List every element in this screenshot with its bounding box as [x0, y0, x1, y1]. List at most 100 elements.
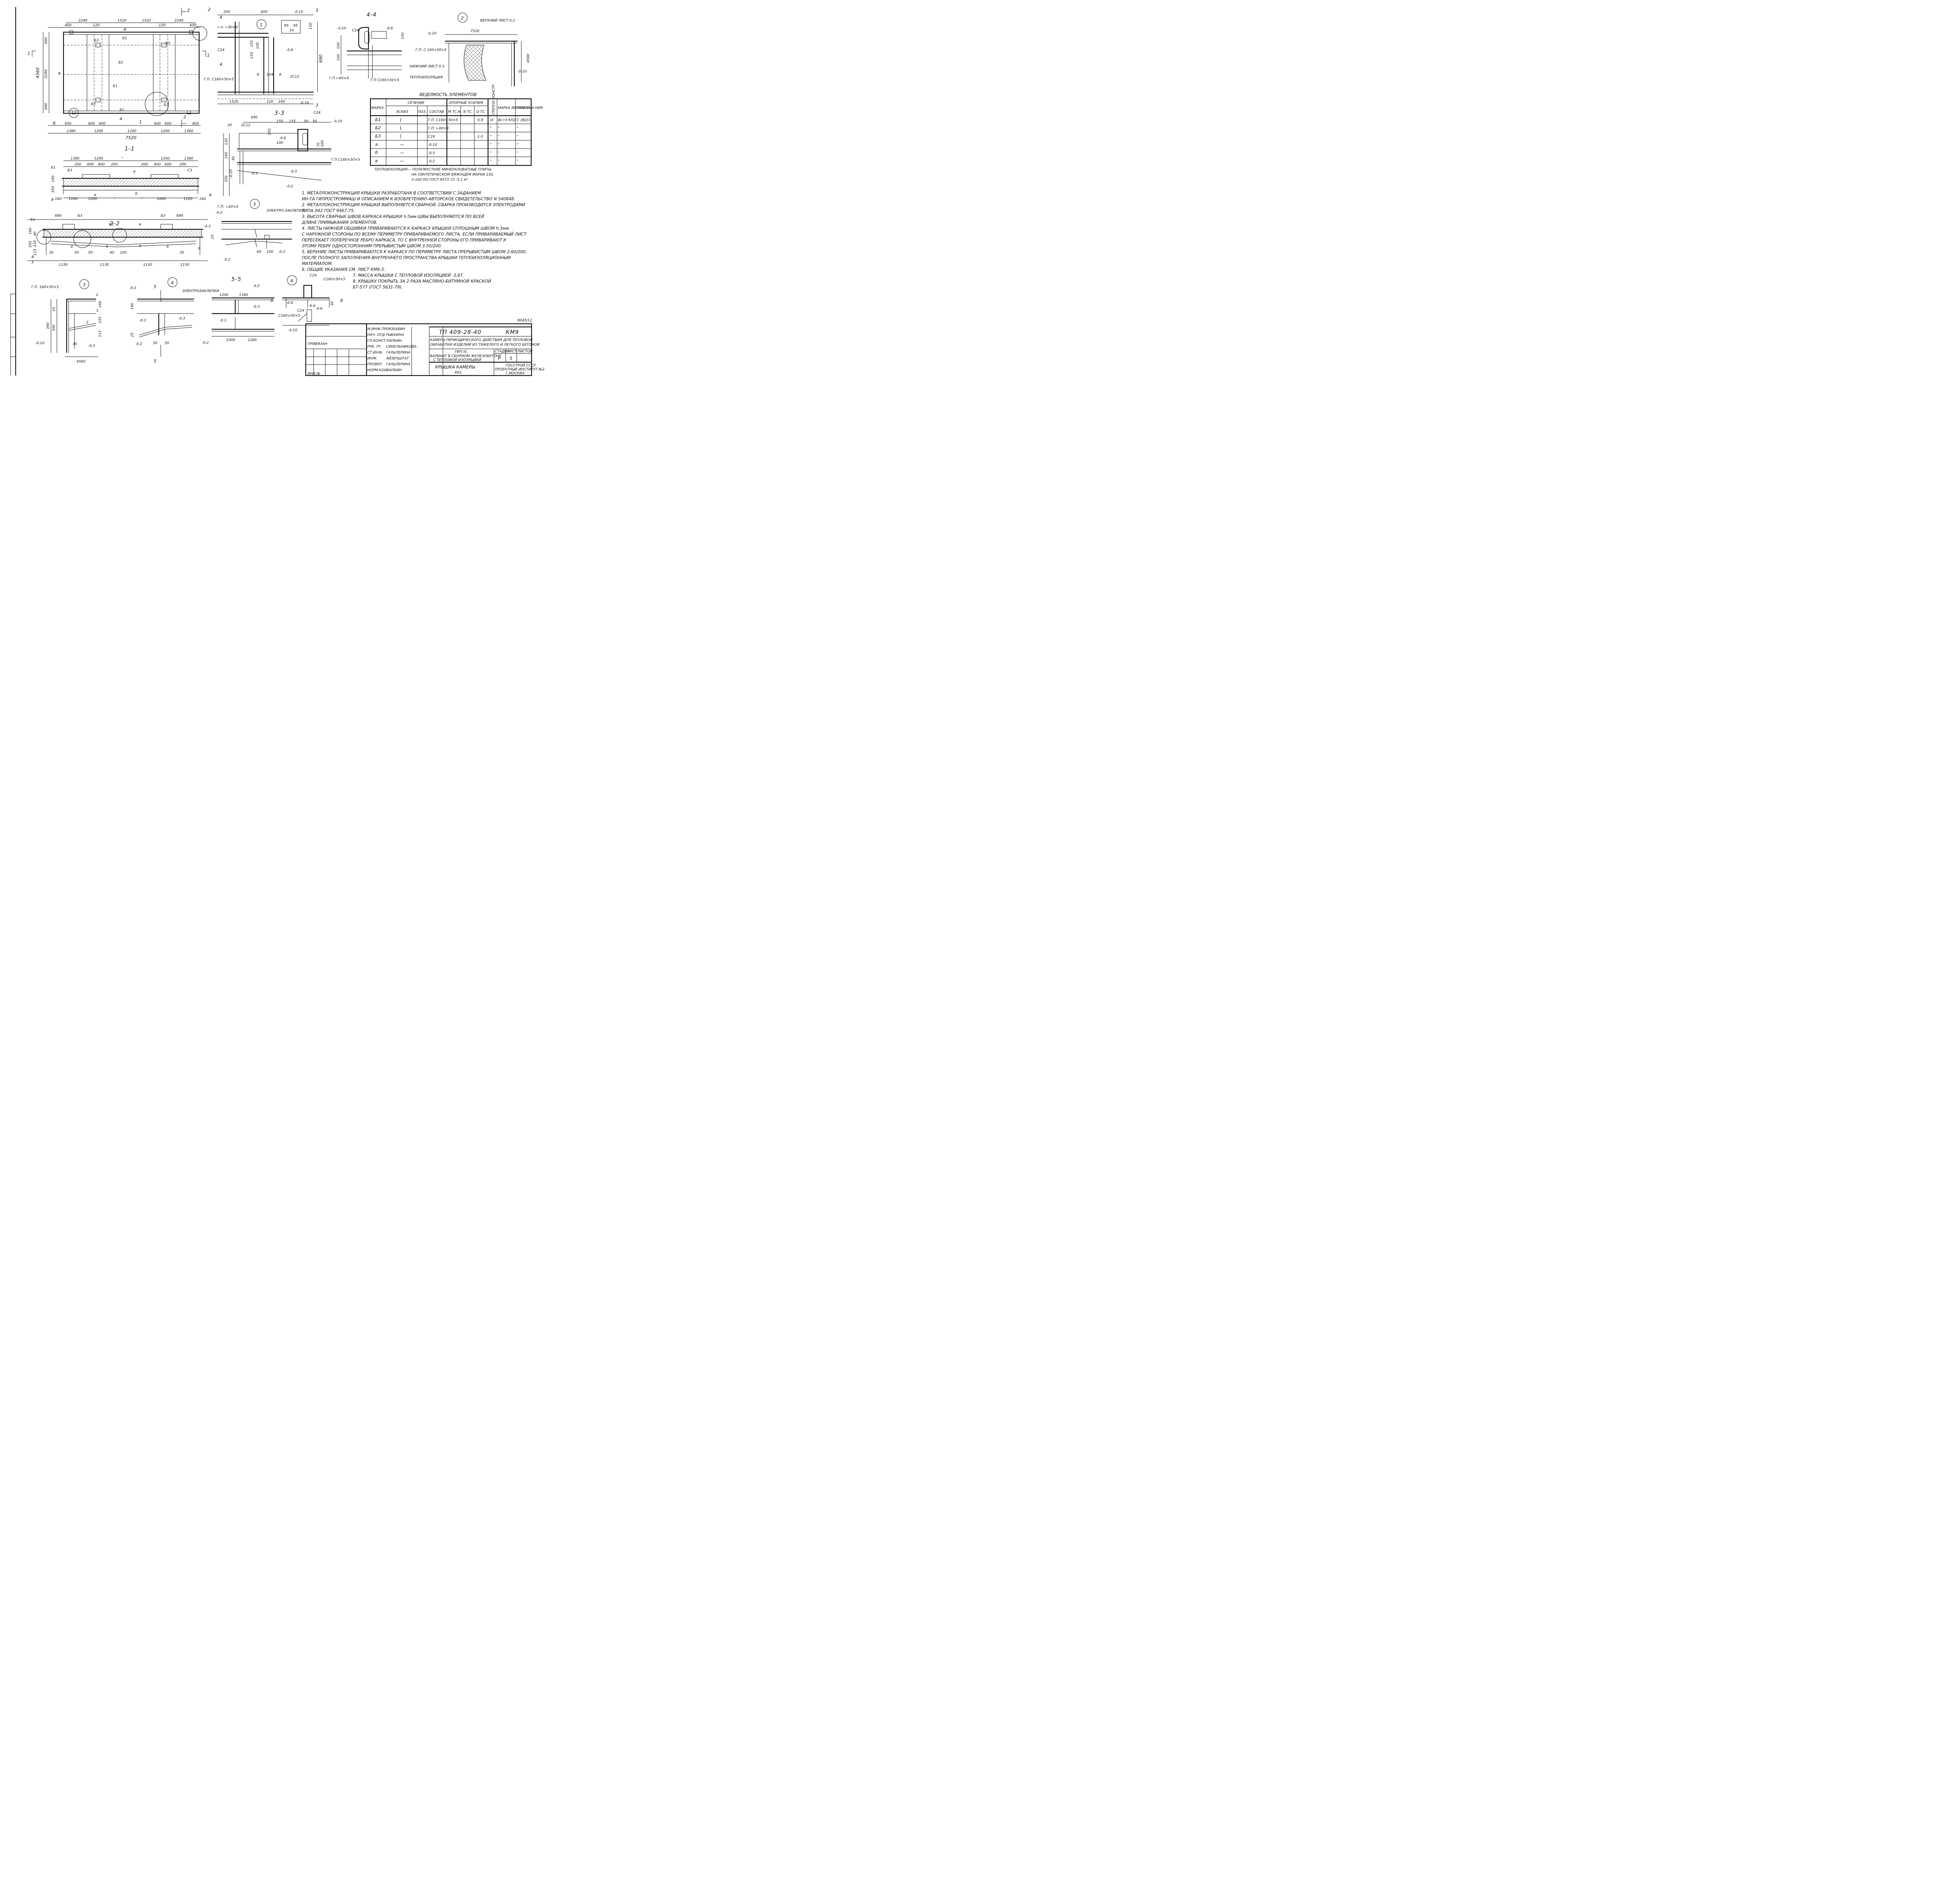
schedule-row-composition: Г.П. С160×50×5: [428, 118, 458, 122]
s33-label-t3a: -δ:3: [251, 172, 258, 176]
d1-dim-16: 160: [278, 100, 285, 104]
schedule-row-group: ": [490, 143, 492, 147]
s11-dim-sm-7: 600: [165, 163, 171, 167]
d6-label-t6: -δ:6: [286, 301, 293, 305]
plan-dim-bottom-5: 600: [165, 122, 171, 126]
plan-dim-bottom-4: 600: [154, 122, 161, 126]
note-line: ПОСЛЕ ПОЛНОГО ЗАПОЛНЕНИЯ ВНУТРЕННЕГО ПРО…: [302, 256, 511, 260]
schedule-labels: ВЕДОМОСТЬ ЭЛЕМЕНТОВ МАРКА СЕЧЕНИЕ ЭСКИЗ …: [371, 83, 543, 114]
stage-header: СТАДИЯ: [495, 350, 510, 354]
detail-2-number: 2: [461, 16, 464, 21]
s55-label-t2b: -δ:2: [202, 341, 209, 345]
s33-label-t10: -δ:10: [333, 120, 343, 123]
d3-dim-3: 350: [52, 325, 56, 331]
note-line: 1. МЕТАЛЛОКОНСТРУКЦИЯ КРЫШКИ РАЗРАБОТАНА…: [302, 191, 481, 196]
plan-dim-bottom-2: 600: [88, 122, 95, 126]
d6-label-gp: С160×50×5: [323, 278, 345, 281]
d6-label-c24b: С24: [297, 309, 304, 313]
s11-dim-top-1: 1360: [71, 157, 80, 161]
d4-dim-3: 50: [153, 341, 158, 345]
s11-label-b3: Б3: [67, 169, 72, 172]
note-line: БТ-577 (ГОСТ 5631-79).: [353, 285, 403, 290]
org-line-1: ГОССТРОЙ СССР: [506, 363, 536, 368]
sch-h-m: М ТС.М: [448, 110, 461, 114]
schedule-row-sketch: —: [400, 158, 404, 163]
s22-dim-sm-6: 30: [180, 251, 184, 255]
section-4-4-labels: 4-4 С24 -δ:6 -δ:10 Г.П ∟60×4 Г.П С160×50…: [329, 12, 405, 82]
staff-role: НАЧ. ОТД.: [367, 333, 386, 337]
s11-label-c3: С3: [187, 169, 192, 172]
s44-dim-1: 100: [337, 42, 341, 49]
schedule-row-mark: б: [375, 150, 378, 155]
sheet-ref: 8045/12: [517, 319, 532, 323]
drawing-canvas: 2240 1520 1520 2240 400 120 120 650 4560…: [10, 7, 544, 376]
s11-dim-top-3: ": [122, 157, 123, 161]
plan-callout-6: 6: [53, 121, 56, 126]
plan-label-b2: Б2: [118, 61, 123, 65]
section-5-5: [212, 297, 274, 337]
section-5-5-labels: 5-5 -δ:2 -δ:3 -δ:3 -δ:2 1200 1360 1000 1…: [202, 276, 260, 345]
privyazan-label: ПРИВЯЗАН: [308, 342, 327, 346]
schedule-title: ВЕДОМОСТЬ ЭЛЕМЕНТОВ: [419, 92, 477, 97]
d1-dim-8: 100: [256, 42, 260, 49]
plan-label-b3-2: Б3: [165, 42, 170, 45]
d6-label-t10: -δ:10: [288, 328, 298, 332]
s33-dim-10: 160: [225, 152, 229, 159]
s22-dim-sm-2: 50: [88, 251, 93, 255]
project-line-2: ОБРАБОТКИ ИЗДЕЛИЙ ИЗ ТЯЖЕЛОГО И ЛЕГКОГО …: [430, 342, 539, 347]
note-line: 7. МАССА КРЫШКИ С ТЕПЛОВОЙ ИЗОЛЯЦИЕЙ -3,…: [353, 273, 464, 278]
note-line: ТИПА Э42 ГОСТ 9467-75.: [302, 209, 355, 213]
s11-dim-bot-2: 1100: [69, 197, 78, 201]
s55-label-t3a: -δ:3: [253, 305, 260, 309]
s22-callout-4: 4: [71, 245, 73, 249]
d5-label-t3b: -δ:3: [278, 250, 285, 254]
s22-label-a-right: а: [198, 245, 201, 250]
drawing-sheet: 2240 1520 1520 2240 400 120 120 650 4560…: [0, 0, 549, 378]
schedule-row-steel: ": [498, 151, 499, 155]
s11-dim-bot-5: ": [141, 197, 143, 201]
s22-h40: 40: [33, 231, 37, 236]
schedule-row-steel: ": [498, 143, 499, 147]
s11-label-d: б: [135, 192, 138, 196]
s55-label-t2a: -δ:2: [253, 284, 260, 288]
d6-label-six-l: 6: [270, 298, 273, 303]
detail-2: [445, 13, 522, 86]
plan-section-1-left: 1: [27, 51, 30, 56]
schedule-row-mark: Б3: [375, 134, 381, 139]
s22-dim-bot-1: 1150: [59, 263, 68, 267]
plan-label-b1-mid: Б1: [113, 84, 118, 88]
plan-dim-bottom-6: 400: [192, 122, 199, 126]
plan-label-b3-3: Б3: [91, 102, 96, 106]
schedule-row-group: ": [490, 151, 492, 155]
d1-section-3-top: 3: [316, 8, 318, 13]
d5-label-t2a: -δ:2: [216, 211, 223, 215]
s22-dim-sm-5: 30: [49, 251, 54, 255]
d3-dim-4: 160: [98, 301, 102, 308]
s11-dim-sm-6: 600: [154, 163, 161, 167]
sch-h-pos: ПОЗ.: [418, 110, 426, 114]
s22-label-v-bot: в: [139, 244, 141, 248]
d3-label-t3b: -δ:3: [88, 344, 95, 348]
s11-dim-sm-4: 200: [111, 163, 118, 167]
detail-5: [221, 199, 292, 249]
note-line: 2. МЕТАЛЛОКОНСТРУКЦИЯ КРЫШКИ ВЫПОЛНЯЕТСЯ…: [302, 202, 525, 207]
s22-dim-top-2: 690: [176, 214, 183, 218]
d1-section-4-bot: 4: [220, 62, 222, 67]
type-line-1: ТИП III.: [455, 350, 468, 354]
detail-1-labels: 1 200 600 95 95 10 150 155 100 690 155 8…: [204, 8, 323, 108]
schedule-row-mark: в: [375, 158, 377, 163]
d4-label-t3b: -δ:3: [178, 317, 185, 321]
plan-callout-2: 2: [208, 7, 211, 12]
schedule-row-steel: ": [498, 135, 499, 139]
schedule-row-q: 0.9: [477, 118, 483, 122]
sch-h-sketch: ЭСКИЗ: [396, 110, 408, 114]
sheet-frame: [10, 7, 16, 376]
drawing-code: ТП 409-28-40: [439, 329, 481, 336]
insulation-line-3: h:160 ПО ГОСТ 9573-72 -5,1 м³: [412, 178, 468, 182]
s55-dim-1: 1200: [220, 293, 229, 297]
s22-label-d: б: [167, 245, 169, 249]
sch-h-comp: СОСТАВ: [429, 110, 444, 114]
s11-dim-bot-1: 160: [55, 197, 62, 201]
section-3-3: [223, 122, 331, 196]
